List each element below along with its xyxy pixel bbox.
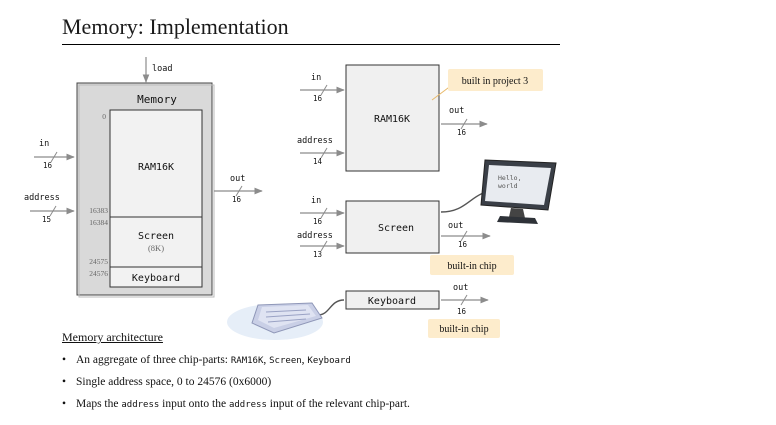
screen-block-label: Screen <box>138 231 174 242</box>
monitor-text-line1: Hello, <box>498 174 521 182</box>
memory-out-bus-tick <box>235 185 243 197</box>
ram16k-part-label: RAM16K <box>374 114 410 125</box>
memory-chip-title: Memory <box>137 93 177 106</box>
code-screen: Screen <box>269 356 302 366</box>
ram16k-part <box>345 64 440 172</box>
code-ram16k: RAM16K <box>230 356 264 366</box>
ram-address-label: address <box>297 136 333 146</box>
bullet-text: Maps the <box>76 398 122 410</box>
keyboard-block-label: Keyboard <box>132 273 180 284</box>
keyboard-out-width: 16 <box>457 307 467 316</box>
bullet-text: An aggregate of three chip-parts: <box>76 354 231 366</box>
ram-in-label: in <box>311 73 321 83</box>
ram-note <box>448 69 543 91</box>
keyboard-icon <box>227 302 323 340</box>
screen-out-width: 16 <box>458 240 468 249</box>
ram16k-block <box>109 109 203 218</box>
addr-24575: 24575 <box>89 257 108 266</box>
screen-address-width: 13 <box>313 250 322 259</box>
bullet-dot: • <box>62 354 67 366</box>
bullet-text: input of the relevant chip-part. <box>266 398 410 410</box>
ram-out-width: 16 <box>457 128 467 137</box>
title-divider <box>62 44 560 45</box>
screen-block <box>109 216 203 268</box>
screen-in-label: in <box>311 196 321 206</box>
monitor-text-line2: world <box>498 182 518 190</box>
screen-out-label: out <box>448 221 463 231</box>
addr-16383: 16383 <box>89 206 108 215</box>
addr-16384: 16384 <box>89 218 108 227</box>
screen-part <box>345 200 440 254</box>
bullet-list: • An aggregate of three chip-parts: RAM16… <box>62 352 410 418</box>
bullet-dot: • <box>62 376 67 388</box>
ram-note-text: built in project 3 <box>462 76 528 87</box>
bullet-item: • Single address space, 0 to 24576 (0x600… <box>62 374 410 396</box>
screen-in-width: 16 <box>313 217 323 226</box>
ram-address-width: 14 <box>313 157 323 166</box>
ram-out-bus-tick <box>460 118 468 130</box>
ram16k-block-label: RAM16K <box>138 162 174 173</box>
ram-out-label: out <box>449 106 464 116</box>
ram-in-width: 16 <box>313 94 323 103</box>
memory-in-label: in <box>39 139 49 149</box>
bullet-text: Single address space, 0 to 24576 (0x6000… <box>76 376 272 388</box>
keyboard-part <box>345 290 440 310</box>
bullet-item: • Maps the address input onto the address… <box>62 396 410 418</box>
keyboard-part-label: Keyboard <box>368 296 416 307</box>
memory-in-bus-tick <box>50 151 58 163</box>
addr-0: 0 <box>102 112 106 121</box>
keyboard-out-bus-tick <box>460 294 468 306</box>
bullet-text: input onto the <box>159 398 229 410</box>
addr-24576: 24576 <box>89 269 108 278</box>
keyboard-note-text: built-in chip <box>439 324 488 335</box>
code-keyboard: Keyboard <box>307 356 351 366</box>
separator: , <box>263 354 270 366</box>
page-title: Memory: Implementation <box>62 14 289 39</box>
screen-part-label: Screen <box>378 223 414 234</box>
monitor-icon: Hello, world <box>480 159 557 224</box>
section-heading: Memory architecture <box>62 330 163 344</box>
keyboard-out-label: out <box>453 283 468 293</box>
bullet-item: • An aggregate of three chip-parts: RAM16… <box>62 352 410 374</box>
code-address: address <box>121 400 160 410</box>
memory-in-width: 16 <box>43 161 53 170</box>
screen-note <box>430 255 514 275</box>
screen-address-label: address <box>297 231 333 241</box>
screen-block-size: (8K) <box>148 243 164 253</box>
bullet-dot: • <box>62 398 67 410</box>
ram-in-bus-tick <box>320 84 328 96</box>
ram-address-bus-tick <box>320 147 328 159</box>
screen-note-text: built-in chip <box>447 261 496 272</box>
memory-out-label: out <box>230 174 245 184</box>
separator: , <box>301 354 308 366</box>
memory-out-width: 16 <box>232 195 242 204</box>
memory-address-width: 15 <box>42 215 51 224</box>
keyboard-note <box>428 319 500 338</box>
keyboard-cable <box>317 299 345 316</box>
load-label: load <box>152 64 172 74</box>
screen-in-bus-tick <box>320 207 328 219</box>
code-address: address <box>228 400 267 410</box>
screen-out-bus-tick <box>460 230 468 242</box>
memory-address-bus-tick <box>49 205 57 217</box>
memory-address-label: address <box>24 193 60 203</box>
screen-address-bus-tick <box>320 240 328 252</box>
keyboard-block <box>109 266 203 288</box>
